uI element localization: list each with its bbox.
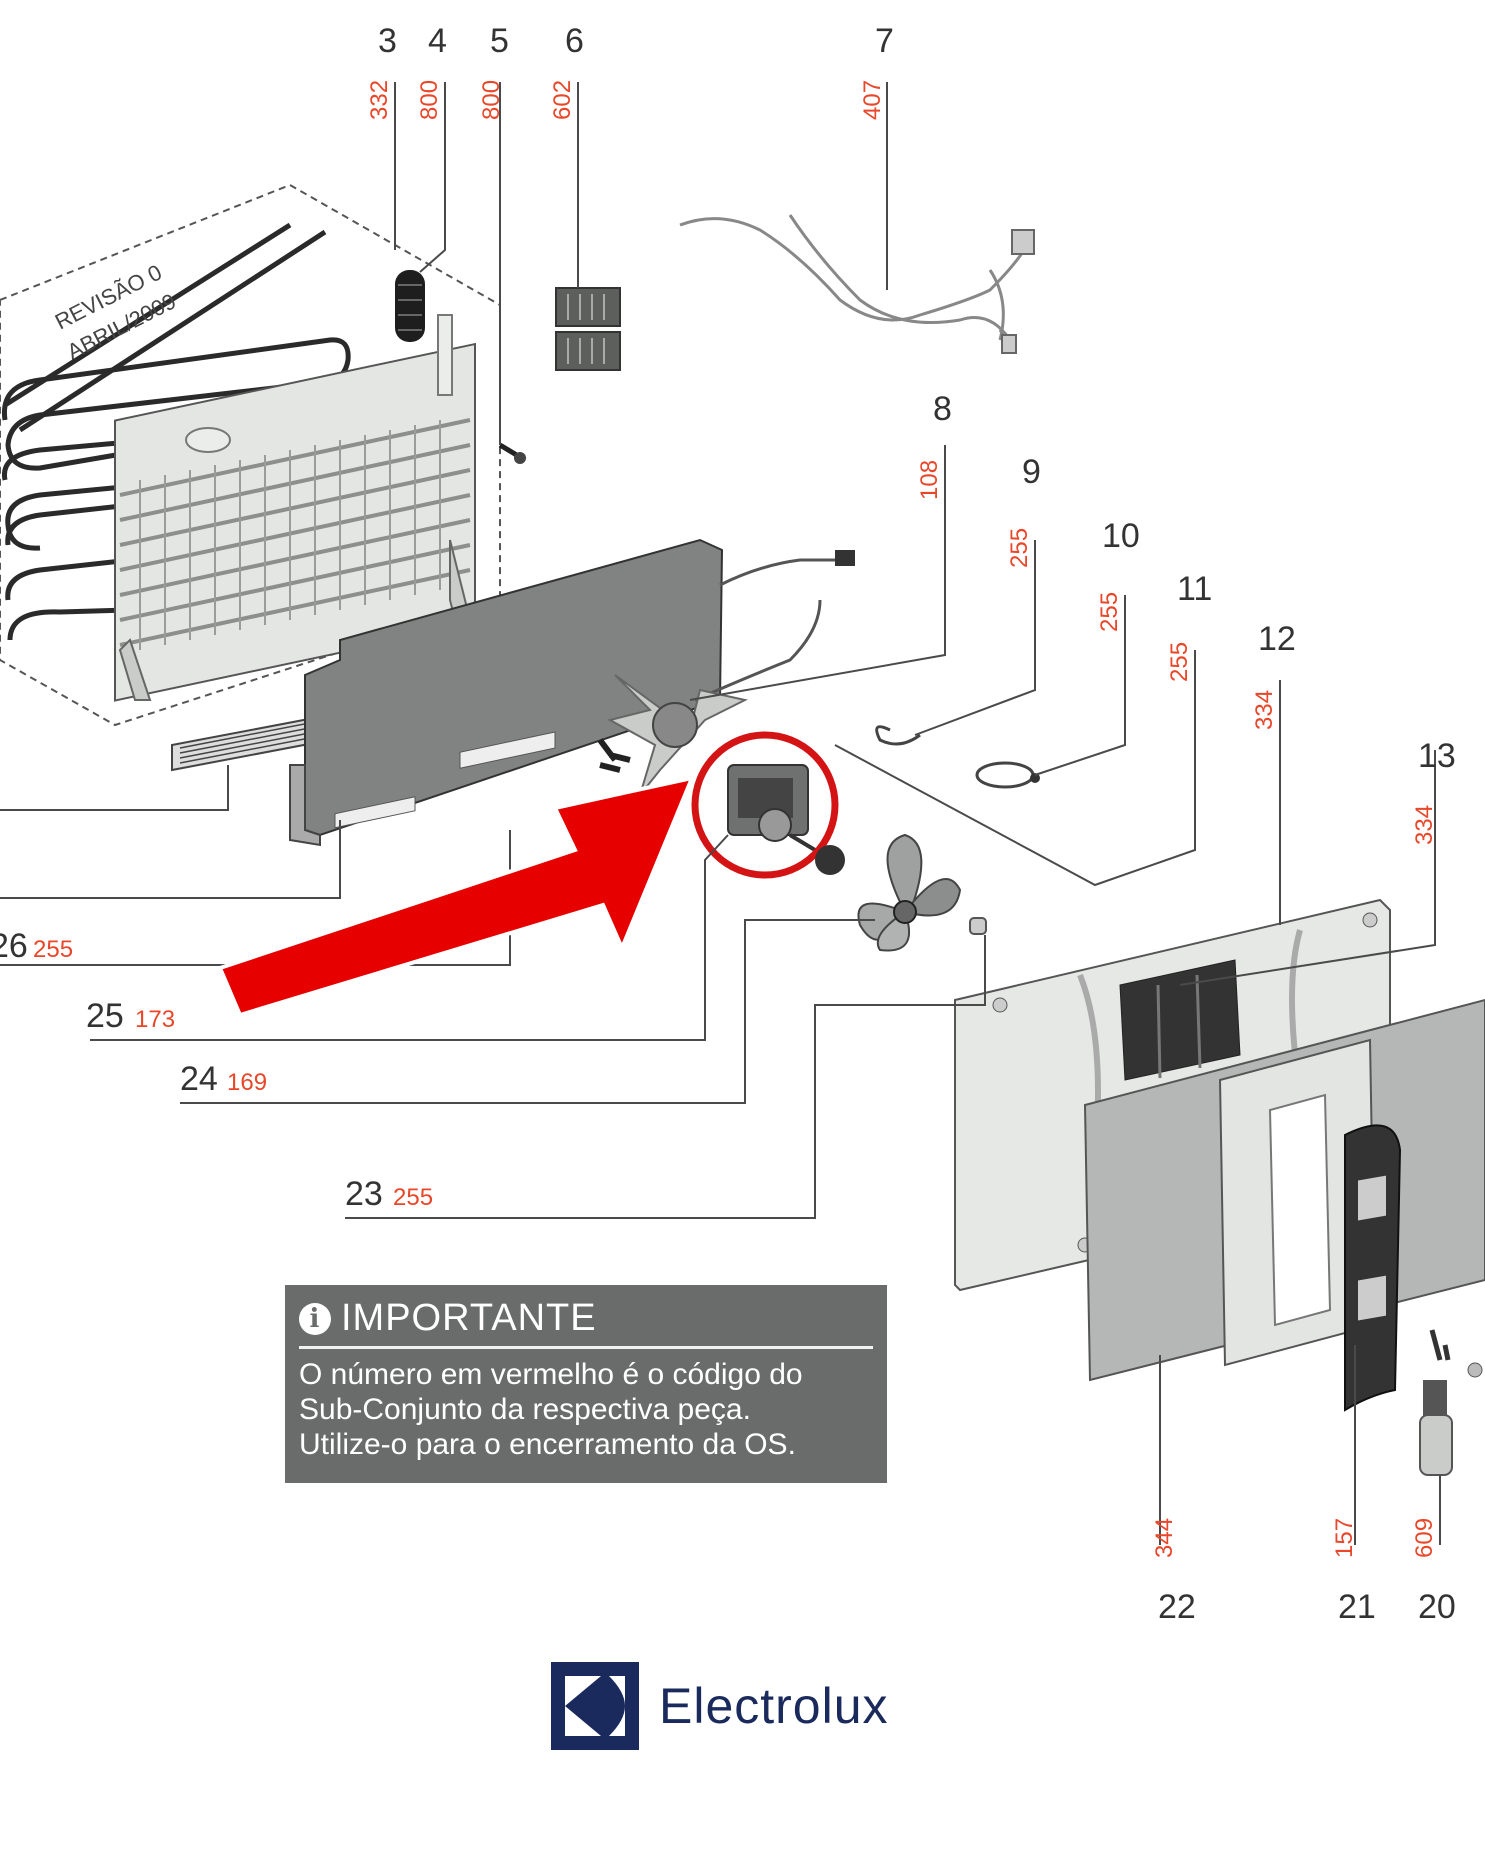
callout-number: 11 [1177,570,1212,608]
callout-4: 4 800 [416,22,447,120]
evaporator-assembly [0,183,501,727]
callout-code: 334 [1251,690,1278,730]
callout-code: 157 [1331,1518,1358,1558]
callout-6: 6 602 [549,22,584,120]
callout-25: 25 173 [86,997,175,1035]
part-8-clip [875,725,921,746]
red-arrow [217,775,696,1018]
callout-code: 255 [1166,642,1193,682]
notice-title: IMPORTANTE [341,1297,597,1339]
callout-number: 20 [1418,1588,1456,1626]
notice-line: Utilize-o para o encerramento da OS. [299,1428,796,1461]
callout-20: 609 20 [1411,1518,1456,1626]
callout-number: 3 [378,22,397,60]
callout-22: 344 22 [1151,1518,1196,1626]
callout-code: 173 [135,1006,175,1033]
callout-24: 24 169 [180,1060,267,1098]
motor-bracket [597,674,748,796]
callout-code: 344 [1151,1518,1178,1558]
callout-11: 11 255 [1166,570,1212,682]
callout-23: 23 255 [345,1175,433,1213]
notice-line: Sub-Conjunto da respectiva peça. [299,1393,751,1426]
callout-code: 169 [227,1069,267,1096]
callout-number: 24 [180,1060,218,1098]
brand-footer: Electrolux [551,1662,889,1750]
callout-8: 8 108 [916,390,952,500]
part-21-baffle [1344,1124,1402,1412]
callout-code: 255 [33,936,73,963]
callout-code: 800 [478,80,505,120]
callout-code: 108 [916,460,943,500]
callout-code: 255 [1096,592,1123,632]
callout-code: 334 [1411,805,1438,845]
callout-10: 10 255 [1096,517,1140,632]
callout-number: 4 [428,22,447,60]
main-cover-panel [289,538,855,847]
callout-number: 7 [875,22,894,60]
callout-number: 8 [933,390,952,428]
air-duct-frame [1218,1038,1377,1367]
callout-13: 13 334 [1411,737,1456,845]
notice-title-row: i IMPORTANTE [299,1297,873,1349]
callout-26: 26 255 [0,927,73,965]
part-10-sensor-loop [975,761,1040,789]
callout-number: 12 [1258,620,1296,658]
callout-code: 332 [366,80,393,120]
brand-name: Electrolux [659,1678,889,1734]
callout-number: 9 [1022,453,1041,491]
callout-number: 10 [1102,517,1140,555]
notice-line: O número em vermelho é o código do [299,1358,803,1391]
callout-number: 22 [1158,1588,1196,1626]
callout-code: 255 [393,1184,433,1211]
callout-5: 5 800 [478,22,509,120]
callout-number: 25 [86,997,124,1035]
part-20-sensor [1419,1329,1483,1476]
part-25-fan-motor [727,764,817,852]
callout-code: 407 [859,80,886,120]
callout-21: 157 21 [1331,1518,1376,1626]
callout-7: 7 407 [859,22,894,120]
part-7-wiring-harness [679,214,1035,354]
part-24-fan-blade [857,833,962,952]
callout-code: 602 [549,80,576,120]
part-5-screw [498,442,527,464]
info-icon: i [299,1302,331,1335]
callout-12: 12 334 [1251,620,1296,730]
important-notice: i IMPORTANTE O número em vermelho é o có… [285,1285,887,1483]
callout-number: 23 [345,1175,383,1213]
callout-3: 3 332 [366,22,397,120]
part-23-nut [969,917,987,935]
callout-number: 6 [565,22,584,60]
callout-code: 255 [1006,528,1033,568]
callout-number: 13 [1418,737,1456,775]
callout-9: 9 255 [1006,453,1041,568]
callout-number: 21 [1338,1588,1376,1626]
callout-number: 5 [490,22,509,60]
callout-code: 800 [416,80,443,120]
part-6-clips [555,287,621,371]
part-seal-ring [815,845,845,875]
electrolux-logo-icon [551,1662,639,1750]
callout-code: 609 [1411,1518,1438,1558]
part-4-heater [395,270,425,342]
notice-text: O número em vermelho é o código do Sub-C… [299,1357,873,1462]
highlight-ring [691,731,839,879]
callout-number: 26 [0,927,28,965]
